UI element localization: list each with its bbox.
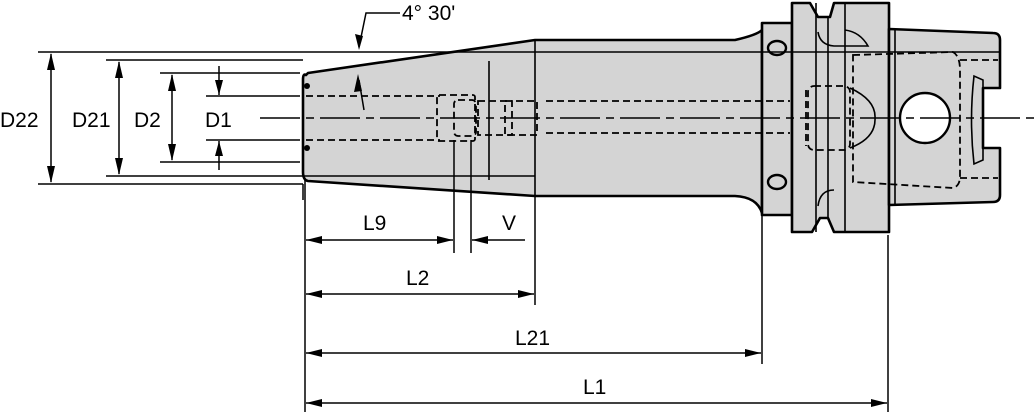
nose-notches [304, 83, 310, 151]
flange-hole-top [766, 39, 788, 57]
label-v: V [502, 212, 516, 235]
shank-taper [301, 28, 764, 215]
label-d2: D2 [134, 109, 161, 132]
tool-holder-body [301, 1, 1002, 234]
angle-callout [354, 12, 400, 111]
label-l21: L21 [515, 327, 550, 350]
label-d1: D1 [205, 109, 232, 132]
label-l9: L9 [363, 212, 386, 235]
angle-label: 4° 30' [402, 2, 455, 25]
label-l2: L2 [406, 267, 429, 290]
length-dimensions [304, 140, 889, 412]
flange-hole-bottom [766, 173, 788, 191]
label-d22: D22 [0, 109, 39, 132]
label-l1: L1 [583, 376, 606, 399]
diameter-dimensions [38, 51, 1000, 200]
label-d21: D21 [72, 109, 111, 132]
